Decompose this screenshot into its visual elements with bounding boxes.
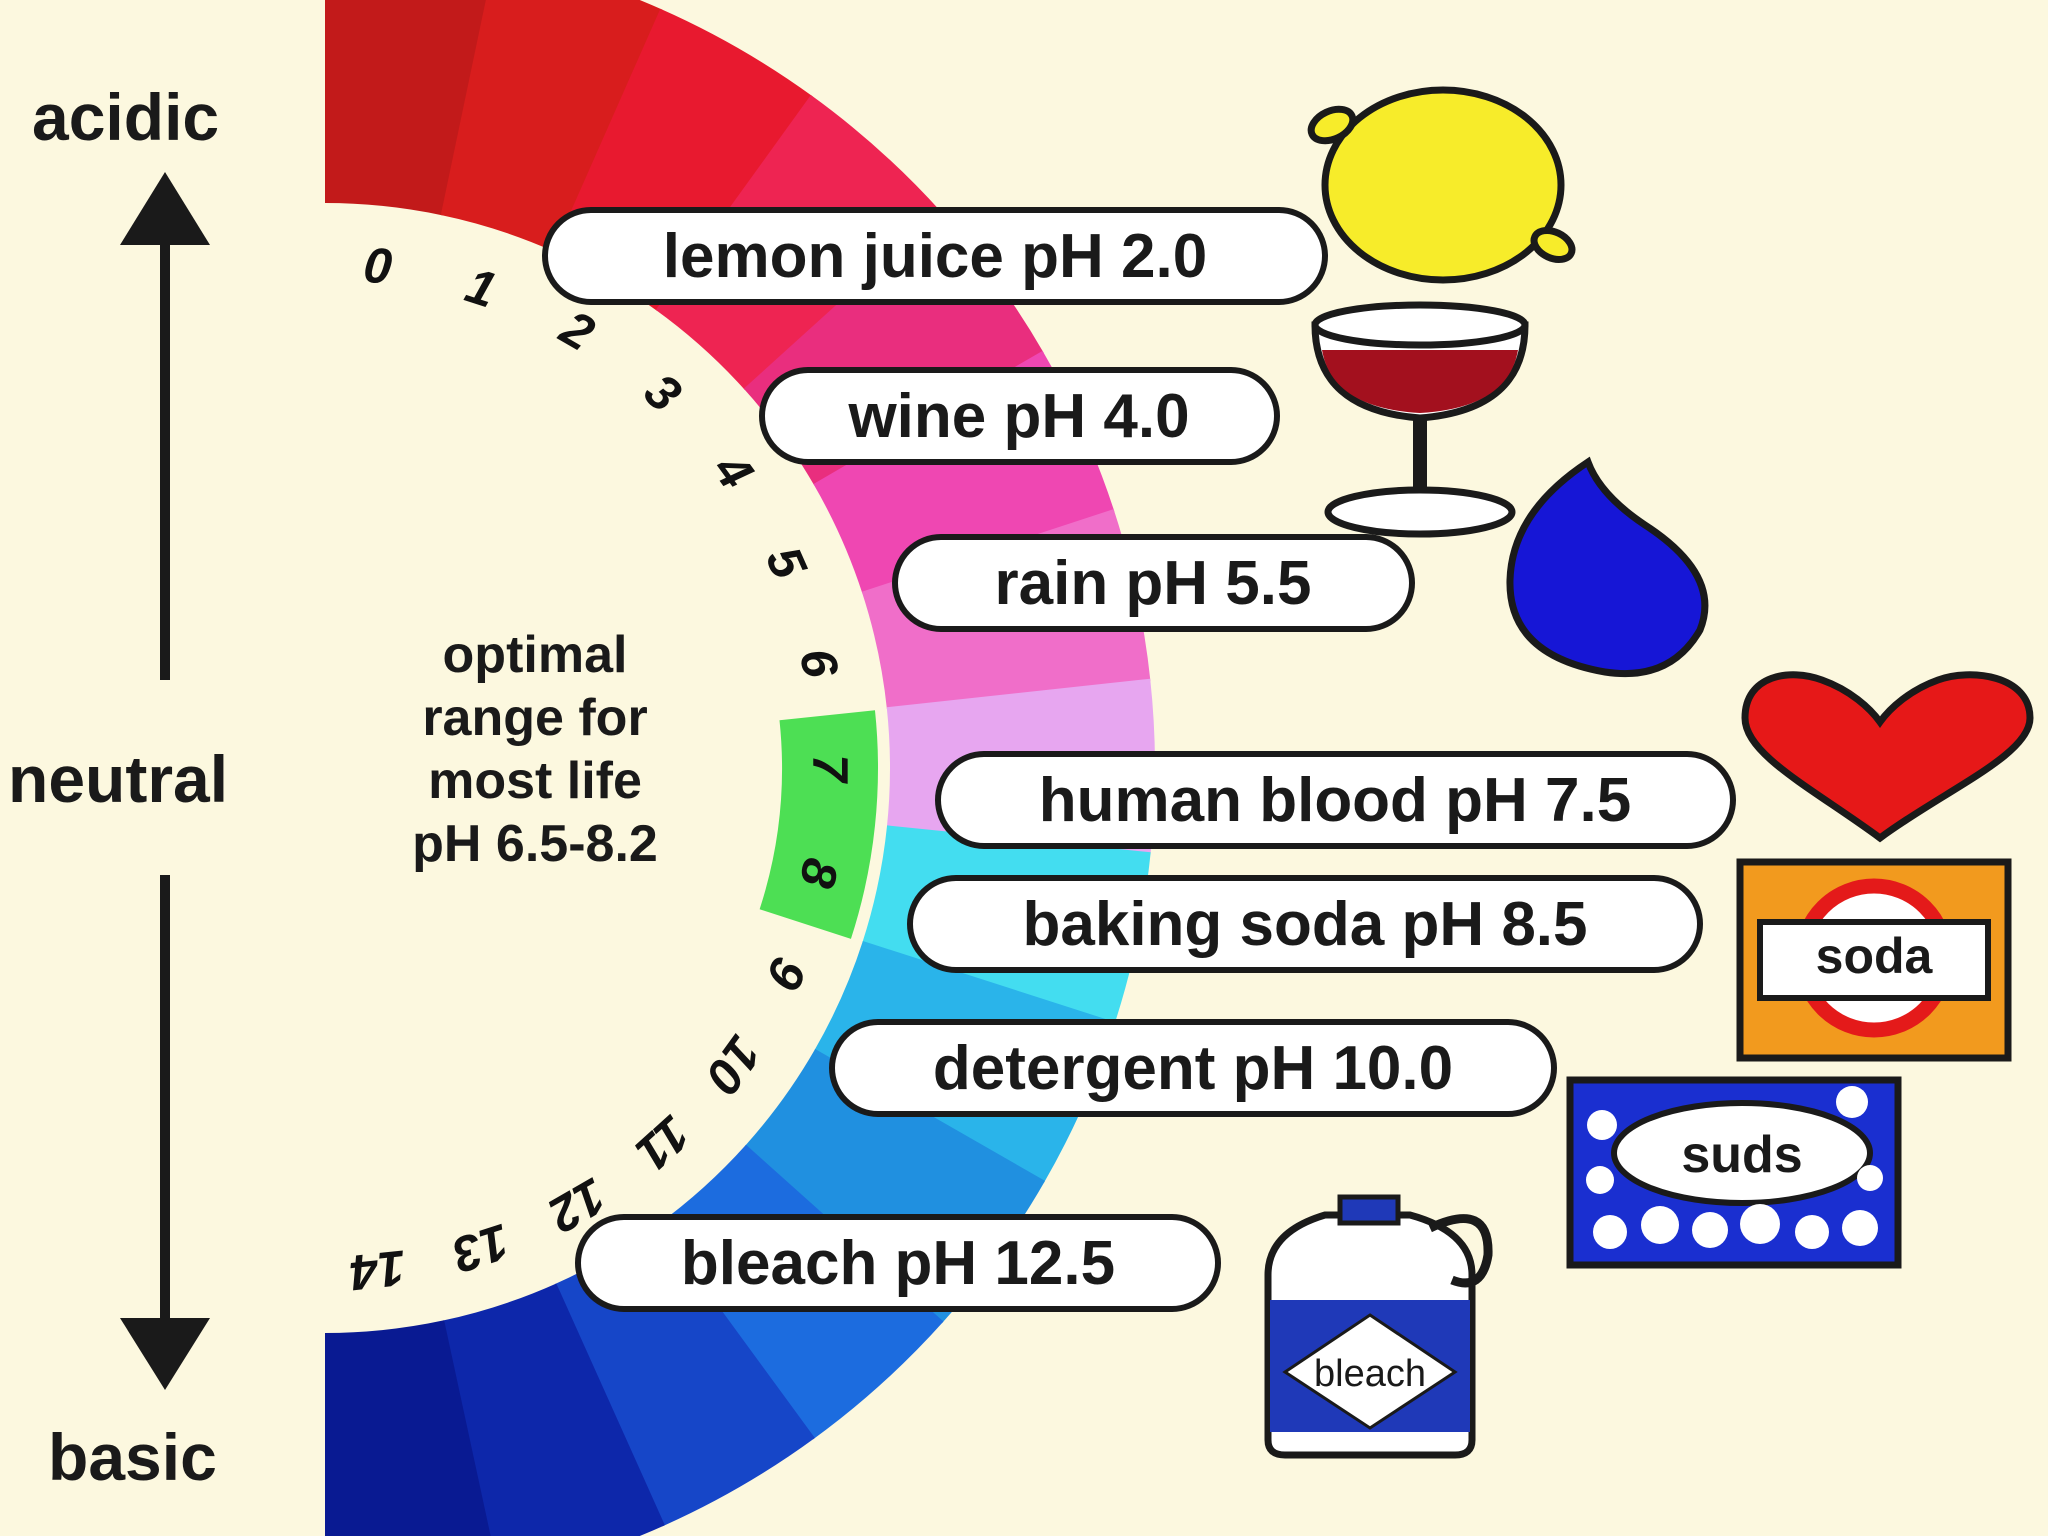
svg-text:rain pH 5.5: rain pH 5.5	[995, 549, 1312, 618]
optimal-range-band	[760, 710, 878, 939]
bleach-jug-icon: bleach	[1268, 1197, 1488, 1455]
optimal-note-line: optimal	[443, 626, 628, 684]
ph-number-11: 11	[625, 1105, 701, 1181]
svg-text:bleach pH 12.5: bleach pH 12.5	[681, 1229, 1115, 1298]
soda-box-text: soda	[1816, 928, 1934, 984]
optimal-range-note: optimal range for most life pH 6.5-8.2	[412, 626, 658, 873]
ph-number-13: 13	[446, 1213, 516, 1284]
suds-box-icon: suds	[1570, 1080, 1898, 1265]
ph-number-5: 5	[755, 539, 818, 588]
lemon-icon	[1306, 90, 1576, 280]
neutral-label: neutral	[8, 742, 228, 816]
baking-soda-label: baking soda pH 8.5	[910, 878, 1700, 970]
svg-text:detergent pH 10.0: detergent pH 10.0	[933, 1034, 1453, 1103]
up-arrow-icon	[120, 172, 210, 680]
bleach-jug-text: bleach	[1314, 1353, 1426, 1395]
human-blood-label: human blood pH 7.5	[938, 754, 1733, 846]
wine-glass-icon	[1315, 305, 1525, 534]
heart-icon	[1745, 675, 2030, 838]
rain-label: rain pH 5.5	[895, 537, 1412, 629]
ph-number-2: 2	[551, 299, 604, 362]
bleach-label: bleach pH 12.5	[578, 1217, 1218, 1309]
optimal-note-line: range for	[422, 689, 647, 747]
svg-text:lemon juice pH 2.0: lemon juice pH 2.0	[663, 222, 1207, 291]
basic-label: basic	[48, 1420, 217, 1494]
ph-number-10: 10	[694, 1026, 772, 1104]
ph-number-0: 0	[361, 236, 395, 295]
ph-number-6: 6	[789, 644, 850, 684]
raindrop-icon	[1510, 462, 1705, 674]
svg-text:human blood pH 7.5: human blood pH 7.5	[1039, 766, 1631, 835]
ph-number-4: 4	[702, 443, 764, 499]
soda-box-icon: soda	[1740, 862, 2008, 1058]
ph-number-9: 9	[755, 949, 818, 997]
ph-number-7: 7	[802, 754, 858, 784]
optimal-note-line: pH 6.5-8.2	[412, 815, 658, 873]
wine-label: wine pH 4.0	[762, 370, 1277, 462]
optimal-note-line: most life	[428, 752, 642, 810]
svg-text:baking soda pH 8.5: baking soda pH 8.5	[1022, 890, 1587, 959]
detergent-label: detergent pH 10.0	[832, 1022, 1554, 1114]
ph-number-1: 1	[459, 257, 503, 319]
svg-text:wine pH 4.0: wine pH 4.0	[847, 382, 1189, 451]
ph-number-14: 14	[347, 1239, 408, 1301]
acidic-label: acidic	[32, 80, 219, 154]
lemon-juice-label: lemon juice pH 2.0	[545, 210, 1325, 302]
optimal-range-highlight	[760, 710, 878, 939]
ph-number-3: 3	[634, 363, 692, 423]
down-arrow-icon	[120, 875, 210, 1390]
suds-box-text: suds	[1681, 1126, 1802, 1184]
